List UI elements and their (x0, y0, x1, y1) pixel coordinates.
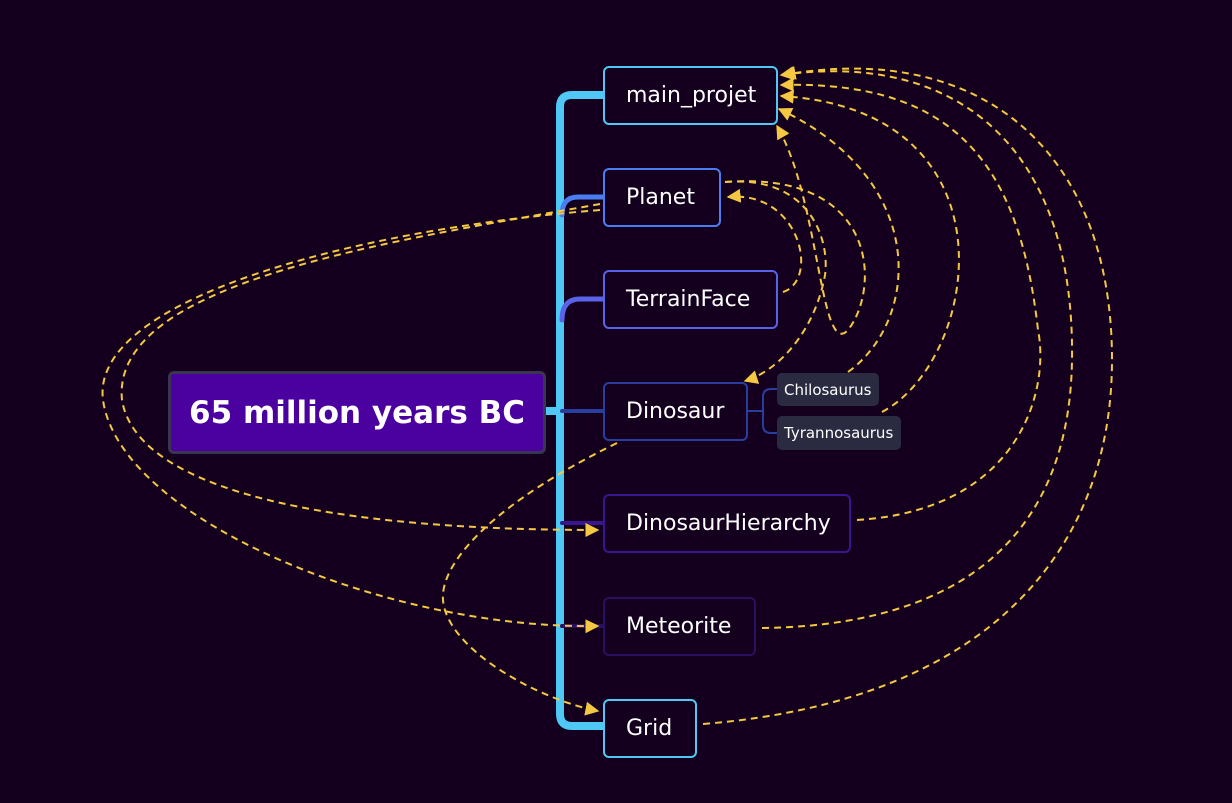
subnode-chilosaurus[interactable]: Chilosaurus (777, 373, 879, 406)
link-tyrannosaurus-main-projet (779, 89, 960, 413)
link-grid-main-projet (702, 65, 1114, 725)
link-chilosaurus-main-projet (777, 108, 900, 373)
link-meteorite-main-projet (761, 66, 1074, 629)
link-planet-meteorite (101, 209, 601, 634)
node-dinosaurhierarchy[interactable]: DinosaurHierarchy (603, 494, 851, 553)
node-planet[interactable]: Planet (603, 168, 721, 227)
branch-chilosaurus (746, 388, 779, 412)
link-planet-dinosaur (724, 180, 827, 384)
node-terrainface[interactable]: TerrainFace (603, 270, 778, 329)
node-meteorite[interactable]: Meteorite (603, 597, 756, 656)
node-meteorite-label: Meteorite (626, 614, 732, 639)
root-node[interactable]: 65 million years BC (168, 371, 546, 454)
node-main-projet[interactable]: main_projet (603, 66, 778, 125)
subnode-tyrannosaurus[interactable]: Tyrannosaurus (777, 416, 901, 450)
link-terrainface-planet (726, 188, 803, 293)
node-dinosaur[interactable]: Dinosaur (603, 382, 748, 441)
link-dinosaur-grid (441, 442, 618, 716)
link-dinosaurhierarchy-main-projet (779, 77, 1042, 521)
node-dinosaur-label: Dinosaur (626, 399, 725, 424)
root-node-label: 65 million years BC (189, 394, 525, 431)
branch-tyrannosaurus (762, 410, 779, 434)
branch-terrainface (559, 296, 606, 323)
trunk (556, 91, 607, 730)
node-planet-label: Planet (626, 185, 695, 210)
dependency-links (101, 65, 1114, 725)
node-grid[interactable]: Grid (603, 699, 697, 758)
subnode-chilosaurus-label: Chilosaurus (784, 380, 872, 399)
node-terrainface-label: TerrainFace (626, 287, 751, 312)
node-dinosaurhierarchy-label: DinosaurHierarchy (626, 511, 831, 536)
node-main-projet-label: main_projet (626, 83, 757, 108)
node-grid-label: Grid (626, 716, 673, 741)
link-planet-dinosaurhierarchy (120, 203, 601, 537)
subnode-tyrannosaurus-label: Tyrannosaurus (784, 424, 894, 442)
